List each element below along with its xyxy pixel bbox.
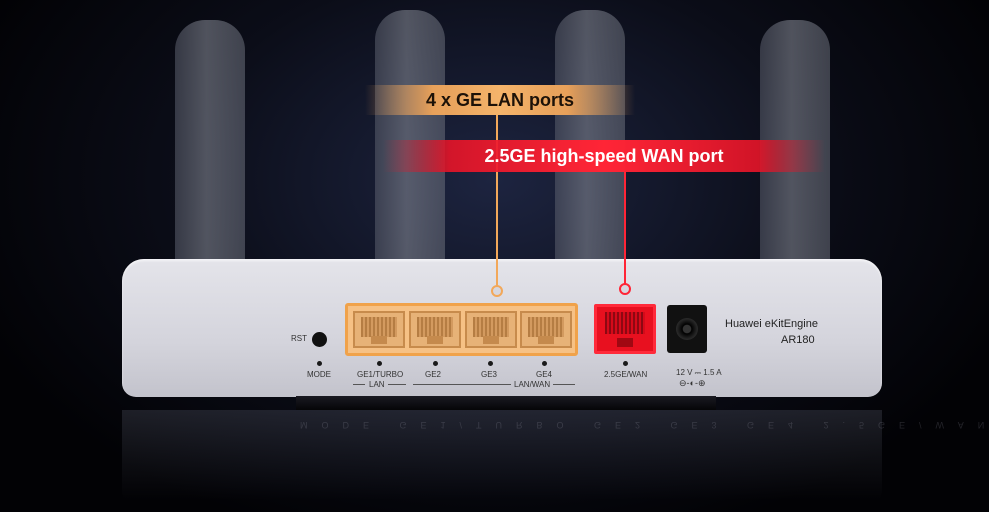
led-indicator bbox=[623, 361, 628, 366]
router-base bbox=[296, 396, 716, 410]
lan-callout-banner: 4 x GE LAN ports bbox=[365, 85, 635, 115]
power-jack bbox=[667, 305, 707, 353]
polarity-label: ⊖-◐-⊕ bbox=[679, 378, 706, 388]
lan-callout-leader bbox=[496, 115, 498, 287]
wan-callout-banner: 2.5GE high-speed WAN port bbox=[383, 140, 825, 172]
wan-callout-dot bbox=[619, 283, 631, 295]
lan-port-group bbox=[345, 303, 578, 356]
reflection-text: MODE GE1/TURBO GE2 GE3 GE4 2.5GE/WAN 12V bbox=[300, 420, 989, 430]
wan-callout-text: 2.5GE high-speed WAN port bbox=[484, 146, 724, 166]
led-indicator bbox=[317, 361, 322, 366]
reset-button bbox=[312, 332, 327, 347]
lan-port-3 bbox=[465, 311, 517, 348]
ge3-label: GE3 bbox=[481, 370, 498, 379]
lan-port-4 bbox=[520, 311, 572, 348]
lan-bracket-right bbox=[388, 384, 406, 385]
power-label: 12 V ⎓ 1.5 A bbox=[676, 368, 722, 377]
antenna bbox=[175, 20, 245, 300]
led-indicator bbox=[377, 361, 382, 366]
device-model: AR180 bbox=[781, 334, 815, 346]
ge4-label: GE4 bbox=[536, 370, 553, 379]
lanwan-bracket-left bbox=[413, 384, 511, 385]
ge2-label: GE2 bbox=[425, 370, 442, 379]
rst-label: RST bbox=[291, 334, 307, 343]
led-indicator bbox=[433, 361, 438, 366]
ge1-label: GE1/TURBO bbox=[357, 370, 404, 379]
lanwan-bracket-right bbox=[553, 384, 575, 385]
wan-port bbox=[594, 304, 656, 354]
router-reflection bbox=[122, 410, 882, 510]
lan-port-1 bbox=[353, 311, 405, 348]
lan-port-2 bbox=[409, 311, 461, 348]
lan-callout-text: 4 x GE LAN ports bbox=[425, 90, 575, 110]
led-indicator bbox=[542, 361, 547, 366]
wan-callout-leader bbox=[624, 172, 626, 285]
lanwan-group-label: LAN/WAN bbox=[514, 380, 551, 389]
device-name: Huawei eKitEngine bbox=[725, 318, 818, 330]
led-indicator bbox=[488, 361, 493, 366]
mode-label: MODE bbox=[307, 370, 331, 379]
lan-bracket-left bbox=[353, 384, 365, 385]
lan-callout-dot bbox=[491, 285, 503, 297]
wan-label: 2.5GE/WAN bbox=[604, 370, 648, 379]
lan-group-label: LAN bbox=[369, 380, 385, 389]
